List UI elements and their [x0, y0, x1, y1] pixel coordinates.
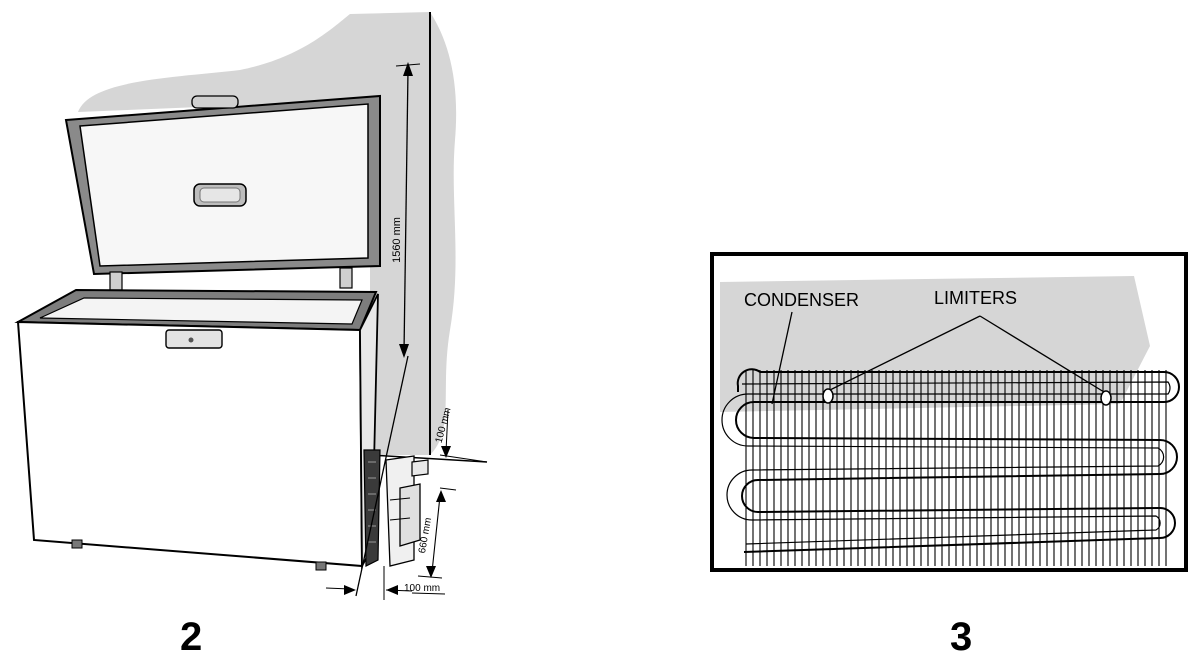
limiters-label: LIMITERS: [934, 288, 1017, 308]
limiter-left: [822, 388, 834, 404]
dimension-100mm-top: 100 mm: [434, 406, 488, 491]
figure-3-condenser: CONDENSER LIMITERS: [710, 252, 1188, 572]
lid-top-vent: [191, 95, 239, 109]
floor-line: [369, 454, 488, 463]
figure-3-number: 3: [950, 615, 973, 659]
condenser-wall-shade: [720, 276, 1150, 412]
dimension-1560mm-label: 1560 mm: [391, 217, 403, 263]
condenser-label: CONDENSER: [744, 290, 859, 310]
condenser-wire-fins: [745, 370, 1167, 566]
rear-compressor-grille: [363, 449, 381, 567]
figure-2-number: 2: [180, 615, 203, 659]
dimension-660mm: 660 mm: [417, 490, 446, 579]
condenser-tubes: [721, 368, 1180, 553]
dimension-100mm-side: 100 mm: [325, 566, 446, 600]
foot-left: [71, 539, 83, 549]
front-handle: [165, 329, 223, 349]
hinge-right: [339, 267, 353, 289]
figure-2-freezer-installation: 1560 mm 100 mm 660 mm 100: [14, 12, 488, 600]
condenser-pointer: [771, 311, 793, 405]
hinge-left: [109, 271, 123, 291]
limiter-pointer-left: [829, 315, 981, 391]
freezer-opening: [14, 288, 378, 332]
dimension-100mm-side-label: 100 mm: [404, 583, 440, 594]
limiter-right: [1100, 390, 1112, 406]
freezer-front-panel: [16, 320, 364, 568]
foot-right: [315, 561, 327, 571]
dimension-1560mm: 1560 mm: [391, 62, 421, 358]
depth-guide-line: [355, 355, 409, 597]
freezer-lid: [64, 94, 381, 291]
compressor-block: [385, 455, 429, 567]
limiter-pointer-right: [979, 315, 1105, 393]
